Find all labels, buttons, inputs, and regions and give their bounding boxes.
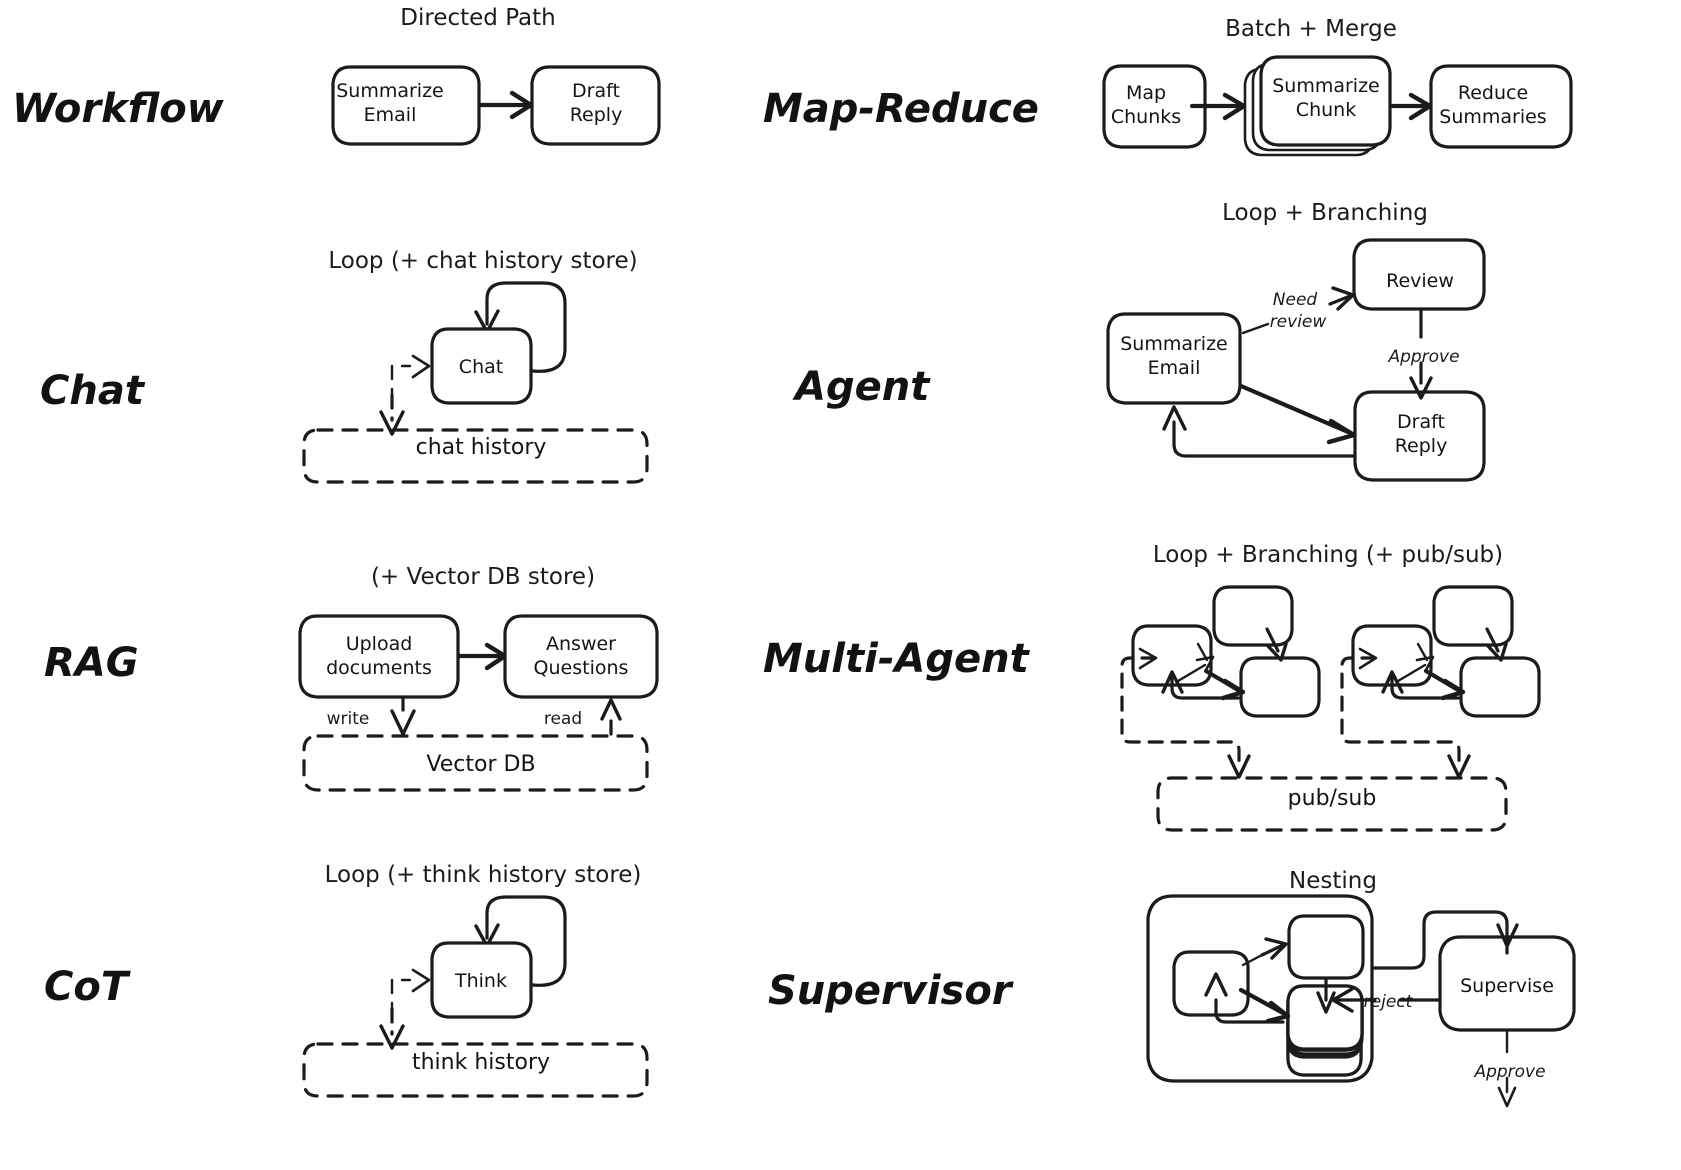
caption-vector-db: (+ Vector DB store) [371,564,595,590]
node-line: Summarize [1272,75,1380,97]
row-label-multi-agent: Multi-Agent [763,636,1031,682]
caption-loop-branching-pubsub: Loop + Branching (+ pub/sub) [1153,542,1503,568]
edge-summarize-to-draft-agent [1238,383,1357,445]
node-line: Summaries [1439,106,1546,128]
row-label-supervisor: Supervisor [768,968,1014,1014]
edge-label-approve: Approve [1387,347,1459,367]
node-line: Supervise [1460,975,1554,997]
row-label-workflow: Workflow [12,86,225,132]
row-label-map-reduce: Map-Reduce [763,86,1039,132]
edge-store-to-chat [390,354,431,404]
edge-chat-to-store [379,393,405,436]
nested-box-top [1287,914,1365,980]
node-agent-draft-reply[interactable]: Draft Reply [1353,390,1486,482]
node-line: Email [1148,357,1201,379]
node-supervise[interactable]: Supervise [1438,935,1576,1032]
node-answer-questions[interactable]: Answer Questions [503,614,659,699]
edge-write-to-store: write [327,695,416,736]
edge-summarize-to-draft [478,90,534,120]
node-line: Questions [534,657,629,679]
edge-draft-back-to-summarize [1162,405,1357,458]
edge-read-from-store: read [544,698,622,736]
store-vector-db[interactable]: Vector DB [302,734,649,792]
node-line: Think [454,970,507,992]
agent-cluster-1[interactable] [1120,585,1321,779]
edge-label-need: Need [1273,290,1318,310]
edge-label-reject: reject [1364,992,1414,1012]
edge-think-to-store [379,1007,405,1050]
edge-approve: Approve [1387,308,1460,400]
node-summarize-chunk-stack[interactable]: Summarize Chunk [1243,55,1392,157]
caption-loop-branching: Loop + Branching [1222,200,1428,226]
caption-loop-chat: Loop (+ chat history store) [328,248,637,274]
node-line: Review [1386,270,1454,292]
edge-upload-to-answer [457,642,508,671]
store-label: chat history [416,435,547,460]
store-label: pub/sub [1288,786,1377,811]
edge-group-to-supervise [1372,910,1519,970]
cluster1-node-left [1131,624,1213,687]
caption-directed-path: Directed Path [400,5,555,31]
cluster2-node-right [1459,656,1541,718]
edge-store-to-think [390,968,431,1018]
edge-label-read: read [544,709,582,729]
node-review[interactable]: Review [1352,238,1486,311]
edge-reject: reject [1331,987,1440,1013]
store-chat-history[interactable]: chat history [302,428,649,484]
node-line: Summarize [336,80,444,102]
node-line: Chunks [1111,106,1181,128]
node-line: Reply [570,104,623,126]
node-summarize-email[interactable]: Summarize Email [331,65,481,146]
node-agent-summarize-email[interactable]: Summarize Email [1106,312,1242,405]
node-line: Reply [1395,435,1448,457]
nested-agent-group[interactable] [1146,894,1374,1083]
node-line: Reduce [1458,82,1528,104]
caption-nesting: Nesting [1289,868,1377,894]
node-line: Draft [1397,411,1445,433]
node-chat[interactable]: Chat [430,327,533,405]
edge-approve-out: Approve [1473,1028,1546,1108]
cluster2-node-left [1351,624,1433,687]
row-label-rag: RAG [44,640,139,686]
nested-box-lower-right [1286,984,1364,1051]
row-label-agent: Agent [792,364,931,410]
node-line: Chat [459,356,503,378]
caption-loop-think: Loop (+ think history store) [325,862,642,888]
caption-batch-merge: Batch + Merge [1225,16,1397,42]
cluster1-node-top [1212,585,1294,647]
row-label-chat: Chat [40,368,146,414]
edge-label-review: review [1270,312,1327,332]
node-line: Chunk [1296,99,1356,121]
node-reduce-summaries[interactable]: Reduce Summaries [1429,64,1573,149]
node-map-chunks[interactable]: Map Chunks [1102,64,1207,149]
store-pub-sub[interactable]: pub/sub [1156,776,1508,832]
node-line: Summarize [1120,333,1228,355]
edge-need-review: Need review [1241,286,1355,335]
node-think[interactable]: Think [430,941,533,1019]
stack-card-front [1259,55,1392,147]
node-line: Upload [346,633,413,655]
store-label: Vector DB [426,752,535,777]
cluster2-node-top [1432,585,1514,647]
row-label-cot: CoT [44,964,131,1010]
edge-summarize-to-reduce [1389,92,1433,121]
node-line: Answer [546,633,616,655]
node-upload-documents[interactable]: Upload documents [298,614,460,699]
store-think-history[interactable]: think history [302,1042,649,1098]
edge-label-approve-out: Approve [1473,1062,1545,1082]
node-draft-reply[interactable]: Draft Reply [530,65,661,146]
cluster1-node-right [1239,656,1321,718]
node-line: Map [1126,82,1166,104]
node-line: Draft [572,80,620,102]
edge-label-write: write [327,709,370,729]
node-line: documents [326,657,432,679]
store-label: think history [412,1050,550,1075]
node-line: Email [364,104,417,126]
agent-cluster-2[interactable] [1340,585,1541,779]
